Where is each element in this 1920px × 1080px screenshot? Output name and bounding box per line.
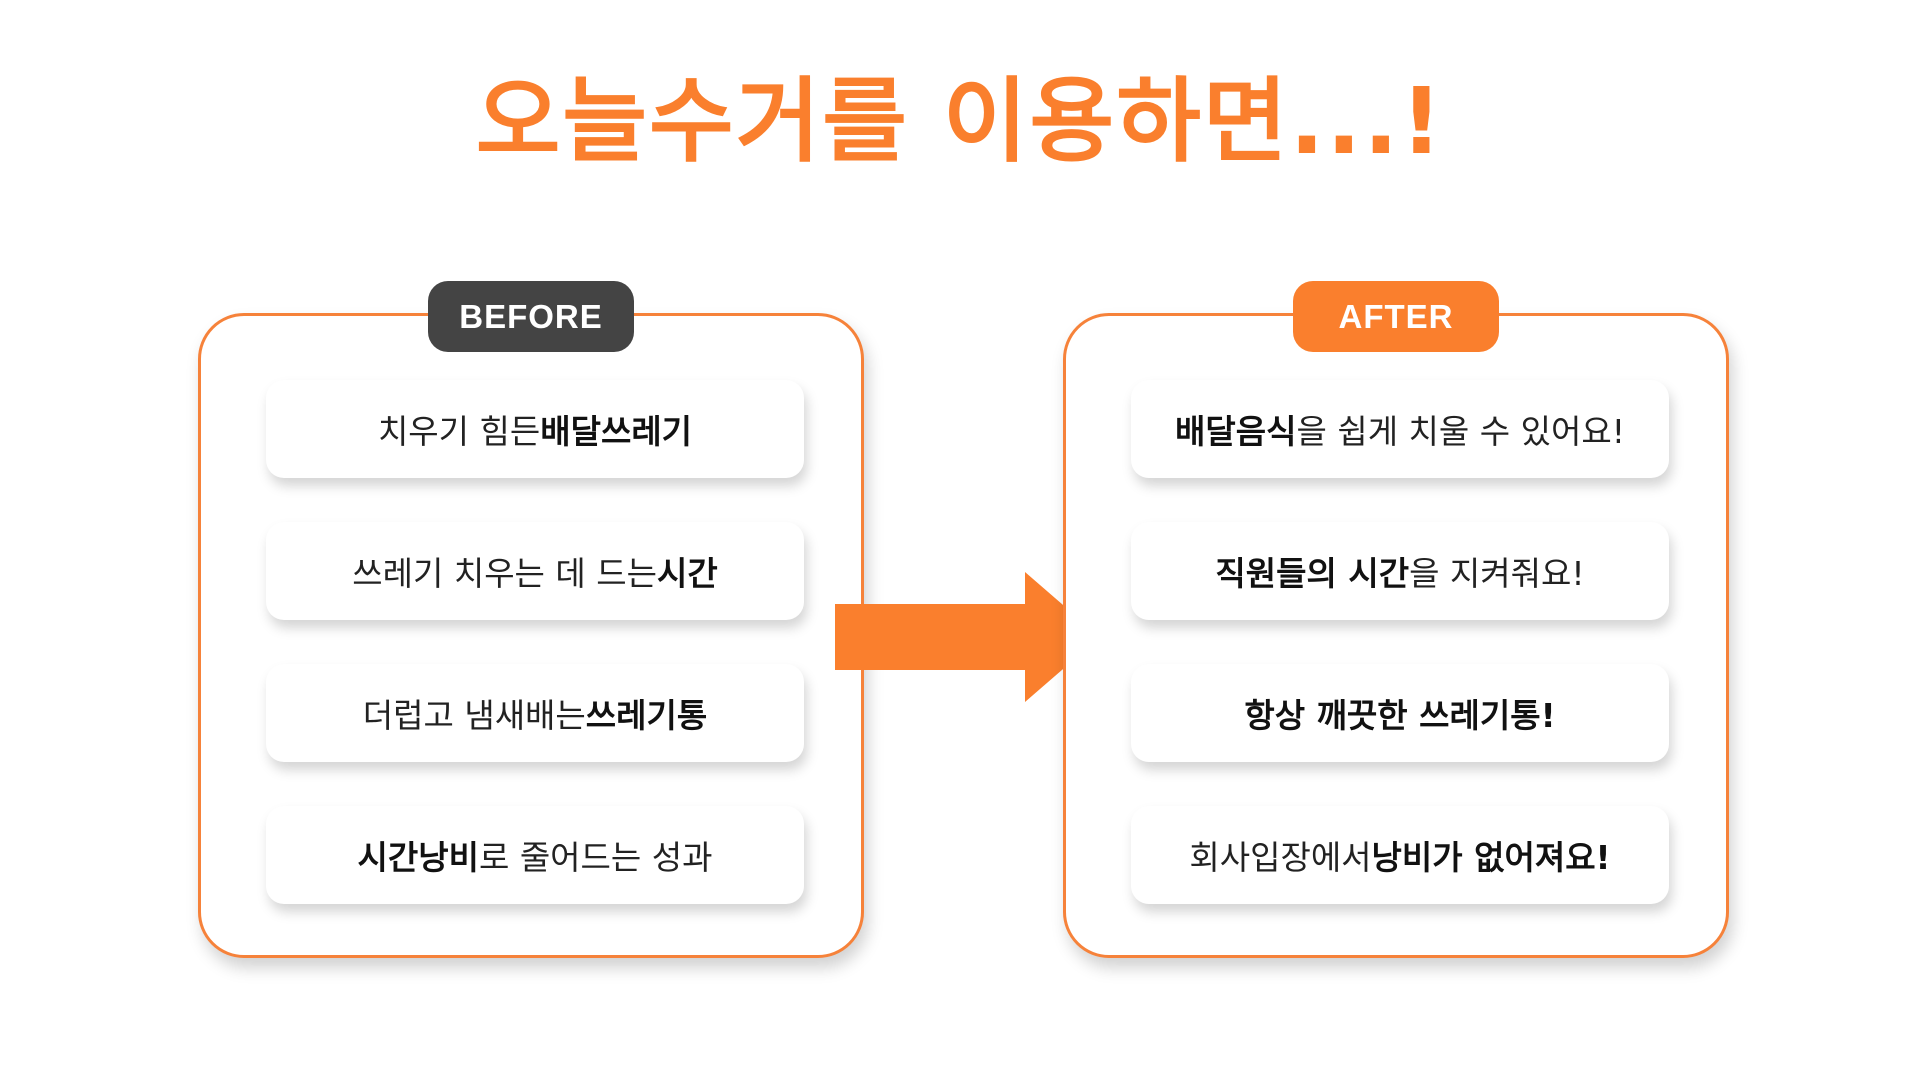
after-item: 회사입장에서 낭비가 없어져요! — [1131, 806, 1669, 904]
item-bold-text: 항상 깨끗한 쓰레기통! — [1244, 696, 1556, 735]
item-text: 더럽고 냄새배는 — [362, 696, 586, 735]
before-item: 치우기 힘든 배달쓰레기 — [266, 380, 804, 478]
item-bold-text: 시간 — [656, 554, 718, 593]
item-text: 을 쉽게 치울 수 있어요! — [1296, 412, 1625, 451]
item-bold-text: 배달쓰레기 — [540, 412, 693, 451]
after-badge: AFTER — [1293, 281, 1499, 352]
before-item: 더럽고 냄새배는 쓰레기통 — [266, 664, 804, 762]
item-bold-text: 직원들의 시간 — [1215, 554, 1410, 593]
item-text: 쓰레기 치우는 데 드는 — [352, 554, 657, 593]
item-text: 을 지켜줘요! — [1409, 554, 1585, 593]
before-badge: BEFORE — [428, 281, 634, 352]
item-bold-text: 쓰레기통 — [585, 696, 708, 735]
item-text: 회사입장에서 — [1189, 838, 1372, 877]
before-list: 치우기 힘든 배달쓰레기 쓰레기 치우는 데 드는 시간 더럽고 냄새배는 쓰레… — [266, 380, 804, 948]
item-bold-text: 시간낭비 — [357, 838, 479, 877]
item-bold-text: 낭비가 없어져요! — [1371, 838, 1611, 877]
item-text: 치우기 힘든 — [377, 412, 541, 451]
before-panel: BEFORE 치우기 힘든 배달쓰레기 쓰레기 치우는 데 드는 시간 더럽고 … — [198, 281, 864, 958]
item-text: 로 줄어드는 성과 — [478, 838, 713, 877]
page-title: 오늘수거를 이용하면...! — [475, 68, 1445, 175]
before-item: 쓰레기 치우는 데 드는 시간 — [266, 522, 804, 620]
item-bold-text: 배달음식 — [1175, 412, 1297, 451]
arrow-shape — [835, 572, 1100, 702]
right-arrow-icon — [835, 572, 1100, 702]
after-item: 항상 깨끗한 쓰레기통! — [1131, 664, 1669, 762]
